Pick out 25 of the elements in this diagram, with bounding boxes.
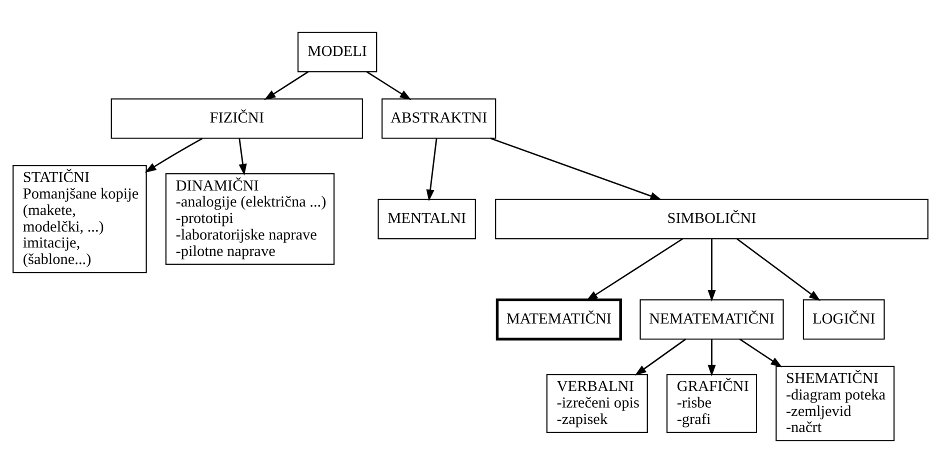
- node-box: SHEMATIČNI -diagram poteka -zemljevid -načrt: [776, 365, 895, 441]
- arrow: [708, 238, 716, 302]
- arrow: [264, 70, 309, 100]
- node-box: NEMATEMATIČNI: [640, 298, 784, 340]
- arrow: [144, 137, 203, 172]
- arrow: [490, 137, 662, 200]
- arrow: [708, 338, 716, 376]
- node-box: STATIČNI Pomanjšane kopije (makete, modelčki, ...) imitacije, (šablone...): [12, 164, 147, 273]
- node-box: GRAFIČNI -risbe -grafi: [666, 374, 758, 432]
- node-box: FIZIČNI: [110, 98, 363, 138]
- node-box: LOGIČNI: [802, 298, 885, 340]
- arrow: [736, 238, 820, 300]
- node-box: VERBALNI -izrečeni opis -zapisek: [546, 374, 648, 432]
- node-box: ABSTRAKTNI: [382, 98, 496, 138]
- arrow: [366, 70, 412, 100]
- arrow: [634, 338, 686, 376]
- node-box: MATEMATIČNI: [496, 298, 622, 340]
- arrow: [426, 138, 438, 201]
- arrow: [238, 138, 247, 176]
- node-box: SIMBOLIČNI: [495, 198, 928, 239]
- node-box: MODELI: [297, 31, 378, 72]
- node-box: DINAMIČNI -analogije (električna ...) -prototipi -laboratorijske naprave -pilotne naprave: [165, 172, 335, 264]
- arrow: [739, 338, 782, 367]
- node-box: MENTALNI: [378, 198, 476, 239]
- arrow: [586, 238, 684, 300]
